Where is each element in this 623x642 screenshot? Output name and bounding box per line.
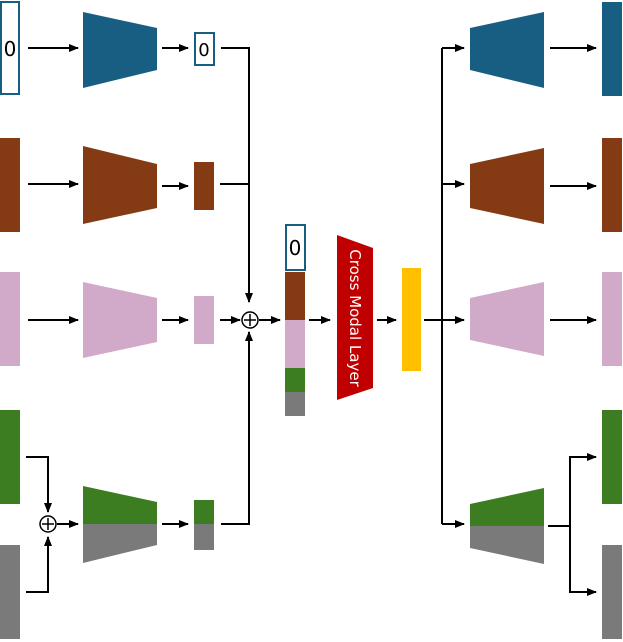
output-bar-green: [602, 410, 622, 504]
encoder-pink: [83, 282, 157, 358]
decoder-gray-bottom: [470, 526, 544, 564]
fused-pink-block: [285, 320, 305, 368]
input-bar-gray: [0, 545, 20, 639]
cross-modal-layer: [337, 235, 373, 400]
line-green-to-plus: [26, 456, 52, 513]
encoded-zero-label: 0: [198, 40, 209, 61]
input-bar-green: [0, 410, 20, 504]
line-feature1-to-plus: [221, 47, 253, 303]
feature-green: [194, 500, 214, 524]
feature-pink: [194, 296, 214, 344]
arrow-split-output-green: [569, 453, 597, 526]
joint-representation: [402, 268, 421, 371]
decoder-pink: [470, 282, 544, 356]
decoder-blue: [470, 12, 544, 88]
decoder-brown: [470, 148, 544, 224]
input-zero-label: 0: [4, 37, 17, 61]
cross-modal-layer-label: Cross Modal Layer: [346, 249, 364, 387]
output-bar-gray: [602, 545, 622, 639]
line-gray-to-plus: [26, 536, 52, 593]
arrow-split-output-gray: [569, 526, 597, 596]
feature-gray: [194, 524, 214, 550]
fused-zero-block: [285, 224, 306, 271]
feature-blue-zero: [194, 32, 215, 66]
line-feature4-to-plus: [221, 331, 253, 525]
input-bar-brown: [0, 138, 20, 232]
fused-zero-label: 0: [289, 236, 302, 260]
encoder-gray-bottom: [83, 524, 157, 563]
output-bar-blue: [602, 2, 622, 96]
feature-brown: [194, 162, 214, 210]
fused-gray-block: [285, 392, 305, 416]
fused-brown-block: [285, 272, 305, 320]
input-bar-blue: [0, 1, 20, 95]
encoder-green-top: [83, 486, 157, 524]
decoder-green-top: [470, 488, 544, 526]
output-bar-pink: [602, 272, 622, 366]
output-bar-brown: [602, 138, 622, 232]
encoder-brown: [83, 146, 157, 224]
encoder-blue: [83, 12, 157, 88]
fused-green-block: [285, 368, 305, 392]
input-bar-pink: [0, 272, 20, 366]
